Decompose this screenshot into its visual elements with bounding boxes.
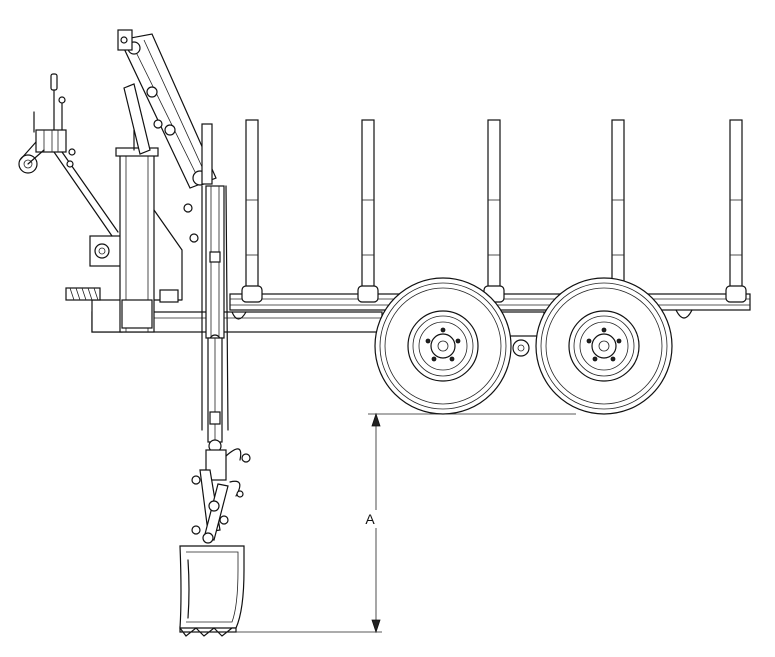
crane-base xyxy=(89,147,183,333)
support-screw xyxy=(65,287,101,301)
stake-1 xyxy=(241,119,263,303)
stake-4 xyxy=(607,119,629,303)
dimension-label: A xyxy=(365,511,375,527)
control-valve-levers xyxy=(18,73,119,237)
stake-2 xyxy=(357,119,379,303)
outer-boom xyxy=(201,185,229,443)
dimension-a xyxy=(182,412,576,634)
bucket xyxy=(179,545,245,637)
stake-5 xyxy=(725,119,747,303)
wheel-rear xyxy=(535,277,673,415)
main-boom xyxy=(117,29,217,243)
stake-3 xyxy=(483,119,505,303)
wheel-front xyxy=(374,277,512,415)
rotator-links xyxy=(191,439,251,544)
bunk-stakes xyxy=(231,119,747,320)
